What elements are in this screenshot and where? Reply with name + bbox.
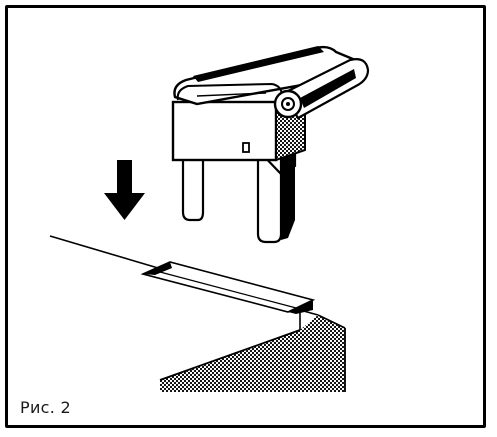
down-arrow-icon <box>104 160 145 220</box>
figure-caption: Рис. 2 <box>20 398 71 417</box>
board-surface <box>49 235 346 392</box>
connector-plug <box>171 45 370 244</box>
